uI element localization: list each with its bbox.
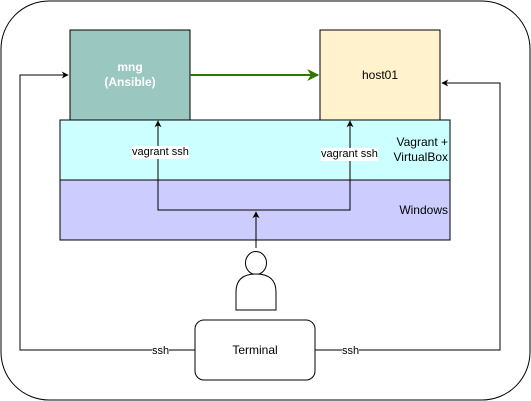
terminal-node-label: Terminal [232, 343, 278, 357]
vagrant-layer-label: Vagrant + VirtualBox [394, 135, 448, 165]
vagrant-ssh-mng-label: vagrant ssh [132, 146, 189, 159]
ssh-left-path [19, 71, 195, 351]
ssh-left-label: ssh [152, 345, 170, 358]
vagrant-ssh-split-line [157, 122, 351, 211]
windows-layer-label: Windows [399, 203, 448, 217]
mng-subtitle: (Ansible) [104, 75, 156, 89]
vagrant-ssh-host-label: vagrant ssh [321, 148, 378, 161]
vagrant-layer-line2: VirtualBox [393, 150, 448, 164]
mng-title: mng [117, 60, 143, 74]
ssh-right-label: ssh [342, 345, 360, 358]
mng-node-label: mng (Ansible) [70, 30, 190, 120]
mng-node-box [69, 29, 191, 121]
host01-node-box [319, 29, 441, 121]
vagrant-layer-line1: Vagrant + [396, 135, 448, 149]
ssh-right-path [315, 79, 501, 351]
vagrant-layer-box [59, 119, 451, 181]
user-icon [235, 251, 277, 311]
host01-node-label: host01 [361, 68, 399, 82]
